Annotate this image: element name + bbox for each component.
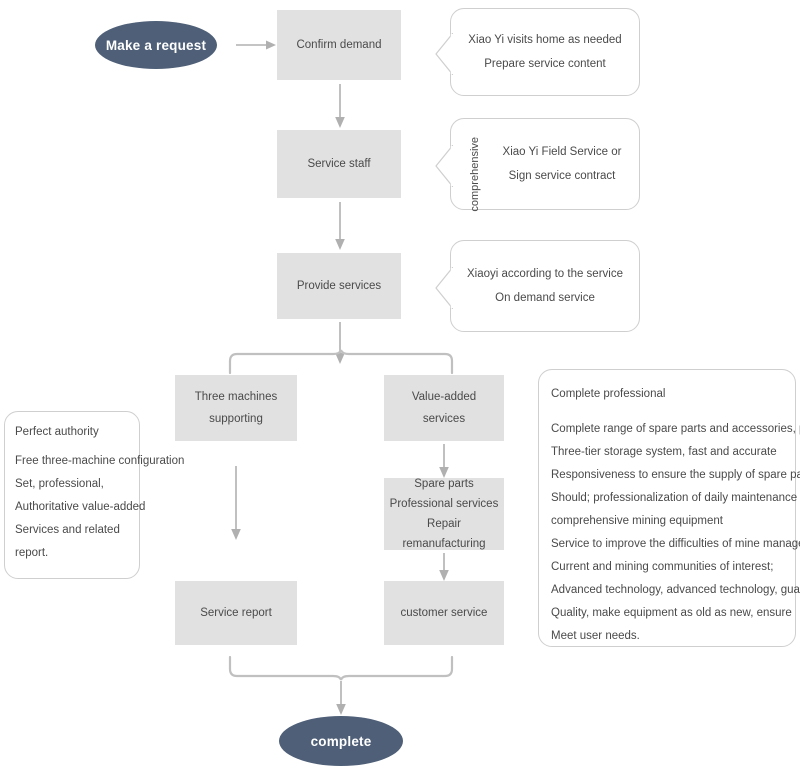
node-make-a-request[interactable]: Make a request xyxy=(95,21,217,69)
arrow-confirm-to-staff xyxy=(335,84,345,128)
node-spare-parts[interactable]: Spare parts Professional services Repair… xyxy=(384,478,504,550)
node-confirm-demand[interactable]: Confirm demand xyxy=(277,10,401,80)
panel-perfect-authority-body: Perfect authority Free three-machine con… xyxy=(5,412,185,575)
panel-line: Responsiveness to ensure the supply of s… xyxy=(551,469,800,481)
callout-provide-services-text: Xiaoyi according to the service On deman… xyxy=(451,241,639,331)
arrow-provide-to-split xyxy=(335,322,345,364)
node-value-added-line-1: Value-added xyxy=(411,390,477,403)
node-make-a-request-label: Make a request xyxy=(105,37,207,53)
callout-service-staff[interactable]: comprehensive Xiao Yi Field Service or S… xyxy=(435,118,640,212)
panel-line: Three-tier storage system, fast and accu… xyxy=(551,446,777,458)
node-provide-services[interactable]: Provide services xyxy=(277,253,401,319)
arrow-start-to-confirm xyxy=(236,40,276,50)
panel-line: Service to improve the difficulties of m… xyxy=(551,538,800,550)
panel-complete-professional-title: Complete professional xyxy=(551,388,666,400)
arrow-staff-to-provide xyxy=(335,202,345,250)
callout-line-1: Xiao Yi Field Service or xyxy=(502,145,622,158)
callout-tail-icon xyxy=(435,267,453,309)
node-spare-parts-line-3: Repair remanufacturing xyxy=(402,518,486,551)
node-spare-parts-line-2: Professional services xyxy=(389,497,499,510)
callout-tail-icon xyxy=(435,145,453,187)
node-three-machines-supporting[interactable]: Three machines supporting xyxy=(175,375,297,441)
node-confirm-demand-label: Confirm demand xyxy=(296,38,382,51)
arrow-merge-to-complete xyxy=(336,681,346,715)
panel-line: Advanced technology, advanced technology… xyxy=(551,584,800,596)
node-service-staff-label: Service staff xyxy=(307,157,371,170)
node-customer-service[interactable]: customer service xyxy=(384,581,504,645)
panel-line: Authoritative value-added xyxy=(15,501,146,513)
arrow-value-added-to-spare-parts xyxy=(439,444,449,478)
panel-line: Current and mining communities of intere… xyxy=(551,561,774,573)
panel-line: Complete range of spare parts and access… xyxy=(551,423,800,435)
callout-line-1: Xiao Yi visits home as needed xyxy=(468,33,622,46)
callout-provide-services[interactable]: Xiaoyi according to the service On deman… xyxy=(435,240,640,332)
panel-line: comprehensive mining equipment xyxy=(551,515,723,527)
node-service-staff[interactable]: Service staff xyxy=(277,130,401,198)
arrow-spare-parts-to-customer-service xyxy=(439,553,449,581)
node-three-machines-line-1: Three machines xyxy=(194,390,278,403)
node-complete-label: complete xyxy=(310,733,372,749)
arrow-three-machines-to-report xyxy=(231,466,241,540)
callout-service-staff-side-label: comprehensive xyxy=(469,137,481,212)
brace-merge-to-complete xyxy=(228,655,454,681)
panel-line: Meet user needs. xyxy=(551,630,640,642)
node-complete[interactable]: complete xyxy=(279,716,403,766)
panel-line: report. xyxy=(15,547,49,559)
callout-line-2: Prepare service content xyxy=(484,58,606,70)
node-provide-services-label: Provide services xyxy=(296,279,382,292)
node-value-added-line-2: services xyxy=(422,413,466,425)
panel-perfect-authority[interactable]: Perfect authority Free three-machine con… xyxy=(4,411,185,579)
callout-service-staff-text: Xiao Yi Field Service or Sign service co… xyxy=(451,119,639,209)
panel-line: Should; professionalization of daily mai… xyxy=(551,492,800,504)
panel-line: Quality, make equipment as old as new, e… xyxy=(551,607,792,619)
panel-line: Set, professional, xyxy=(15,478,104,490)
callout-line-2: On demand service xyxy=(495,292,595,304)
callout-line-1: Xiaoyi according to the service xyxy=(467,267,623,280)
panel-perfect-authority-title: Perfect authority xyxy=(15,426,99,438)
panel-line: Services and related xyxy=(15,524,120,536)
panel-complete-professional-body: Complete professional Complete range of … xyxy=(539,370,800,660)
panel-line: Free three-machine configuration xyxy=(15,455,185,467)
callout-confirm-demand[interactable]: Xiao Yi visits home as needed Prepare se… xyxy=(435,8,640,96)
callout-line-2: Sign service contract xyxy=(508,170,616,182)
node-customer-service-label: customer service xyxy=(400,606,488,619)
node-three-machines-line-2: supporting xyxy=(209,413,263,425)
node-value-added-services[interactable]: Value-added services xyxy=(384,375,504,441)
node-service-report[interactable]: Service report xyxy=(175,581,297,645)
node-service-report-label: Service report xyxy=(200,606,272,619)
node-spare-parts-line-1: Spare parts xyxy=(414,477,474,490)
panel-complete-professional[interactable]: Complete professional Complete range of … xyxy=(538,369,800,647)
brace-split-two-branches xyxy=(228,349,454,375)
callout-tail-icon xyxy=(435,33,453,75)
callout-confirm-demand-text: Xiao Yi visits home as needed Prepare se… xyxy=(451,9,639,95)
